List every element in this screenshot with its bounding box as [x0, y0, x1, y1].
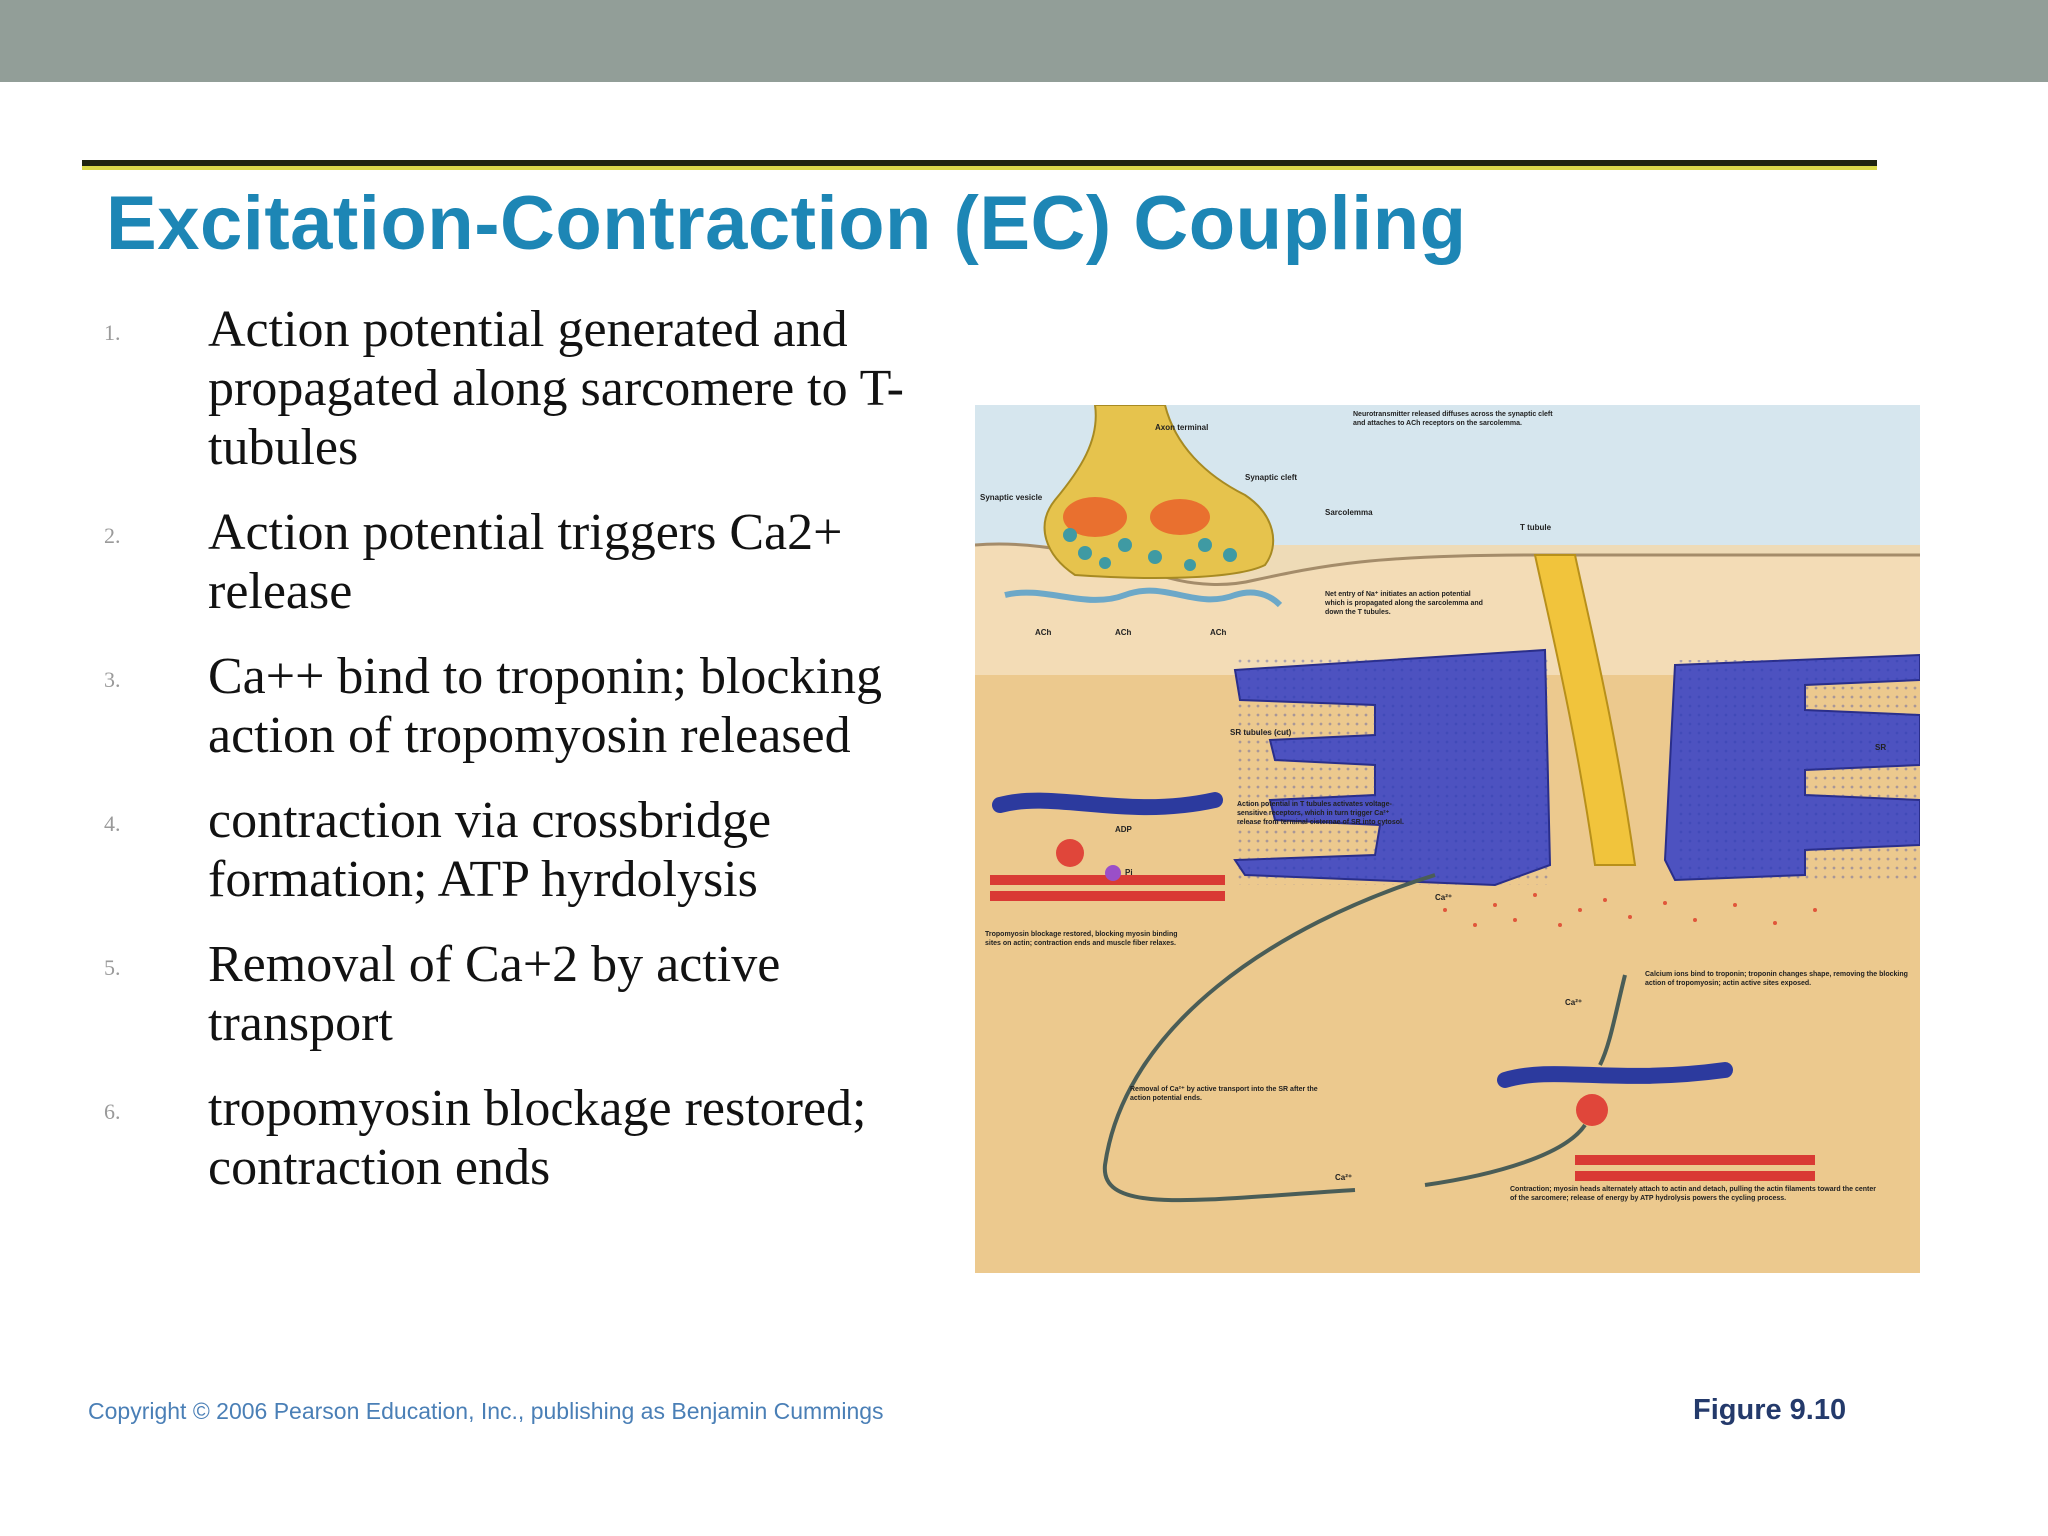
label-ca: Ca²⁺ — [1335, 1173, 1352, 1182]
step-text: Action potential triggers Ca2+ release — [208, 504, 843, 620]
title-rule — [82, 160, 1877, 170]
slide-header-bar — [0, 0, 2048, 82]
copyright-text: Copyright © 2006 Pearson Education, Inc.… — [88, 1398, 884, 1424]
list-item: 4. contraction via crossbridge formation… — [100, 791, 960, 909]
note-step-5: Removal of Ca²⁺ by active transport into… — [1130, 1086, 1318, 1102]
step-number: 3. — [104, 667, 121, 692]
note-step-3: Calcium ions bind to troponin; troponin … — [1645, 971, 1908, 987]
calcium-ions — [1443, 893, 1817, 927]
ach-label: ACh — [1035, 628, 1052, 637]
label-axon-terminal: Axon terminal — [1155, 423, 1208, 432]
list-item: 2. Action potential triggers Ca2+ releas… — [100, 503, 960, 621]
t-tubule — [1533, 554, 1637, 866]
label-synaptic-vesicle: Synaptic vesicle — [980, 493, 1043, 502]
ach-label: ACh — [1210, 628, 1227, 637]
step-text: tropomyosin blockage restored; contracti… — [208, 1080, 867, 1196]
note-step-1: Net entry of Na⁺ initiates an action pot… — [1325, 591, 1483, 616]
step-text: Action potential generated and propagate… — [208, 301, 904, 476]
filament-relaxed — [990, 792, 1225, 901]
cycle-arrows — [1102, 873, 1627, 1203]
slide-title: Excitation-Contraction (EC) Coupling — [106, 181, 1467, 266]
label-sr: SR — [1875, 743, 1886, 752]
ec-coupling-figure: ACh ACh ACh Axon terminal — [975, 405, 1920, 1273]
label-ca: Ca²⁺ — [1565, 998, 1582, 1007]
step-number: 5. — [104, 955, 121, 980]
sarcoplasmic-reticulum — [1233, 648, 1920, 887]
axon-terminal — [1043, 405, 1275, 579]
step-number: 1. — [104, 320, 121, 345]
label-ca: Ca²⁺ — [1435, 893, 1452, 902]
step-text: Ca++ bind to troponin; blocking action o… — [208, 648, 882, 764]
figure-label: Figure 9.10 — [1693, 1394, 1847, 1426]
steps-list: 1. Action potential generated and propag… — [100, 300, 960, 1223]
filament-contracted — [1497, 1062, 1815, 1181]
step-number: 6. — [104, 1099, 121, 1124]
label-synaptic-cleft: Synaptic cleft — [1245, 473, 1297, 482]
label-sr-tubules: SR tubules (cut) — [1230, 728, 1292, 737]
note-neurotransmitter: Neurotransmitter released diffuses acros… — [1353, 411, 1553, 427]
step-text: contraction via crossbridge formation; A… — [208, 792, 772, 908]
ach-label: ACh — [1115, 628, 1132, 637]
label-t-tubule: T tubule — [1520, 523, 1552, 532]
step-text: Removal of Ca+2 by active transport — [208, 936, 781, 1052]
note-step-4: Contraction; myosin heads alternately at… — [1510, 1186, 1876, 1202]
note-step-2: Action potential in T tubules activates … — [1237, 801, 1404, 826]
list-item: 5. Removal of Ca+2 by active transport — [100, 935, 960, 1053]
list-item: 1. Action potential generated and propag… — [100, 300, 960, 477]
list-item: 3. Ca++ bind to troponin; blocking actio… — [100, 647, 960, 765]
label-adp: ADP — [1115, 825, 1133, 834]
note-step-6: Tropomyosin blockage restored, blocking … — [985, 931, 1178, 947]
step-number: 4. — [104, 811, 121, 836]
list-item: 6. tropomyosin blockage restored; contra… — [100, 1079, 960, 1197]
label-sarcolemma: Sarcolemma — [1325, 508, 1373, 517]
step-number: 2. — [104, 523, 121, 548]
label-pi: Pi — [1125, 868, 1133, 877]
